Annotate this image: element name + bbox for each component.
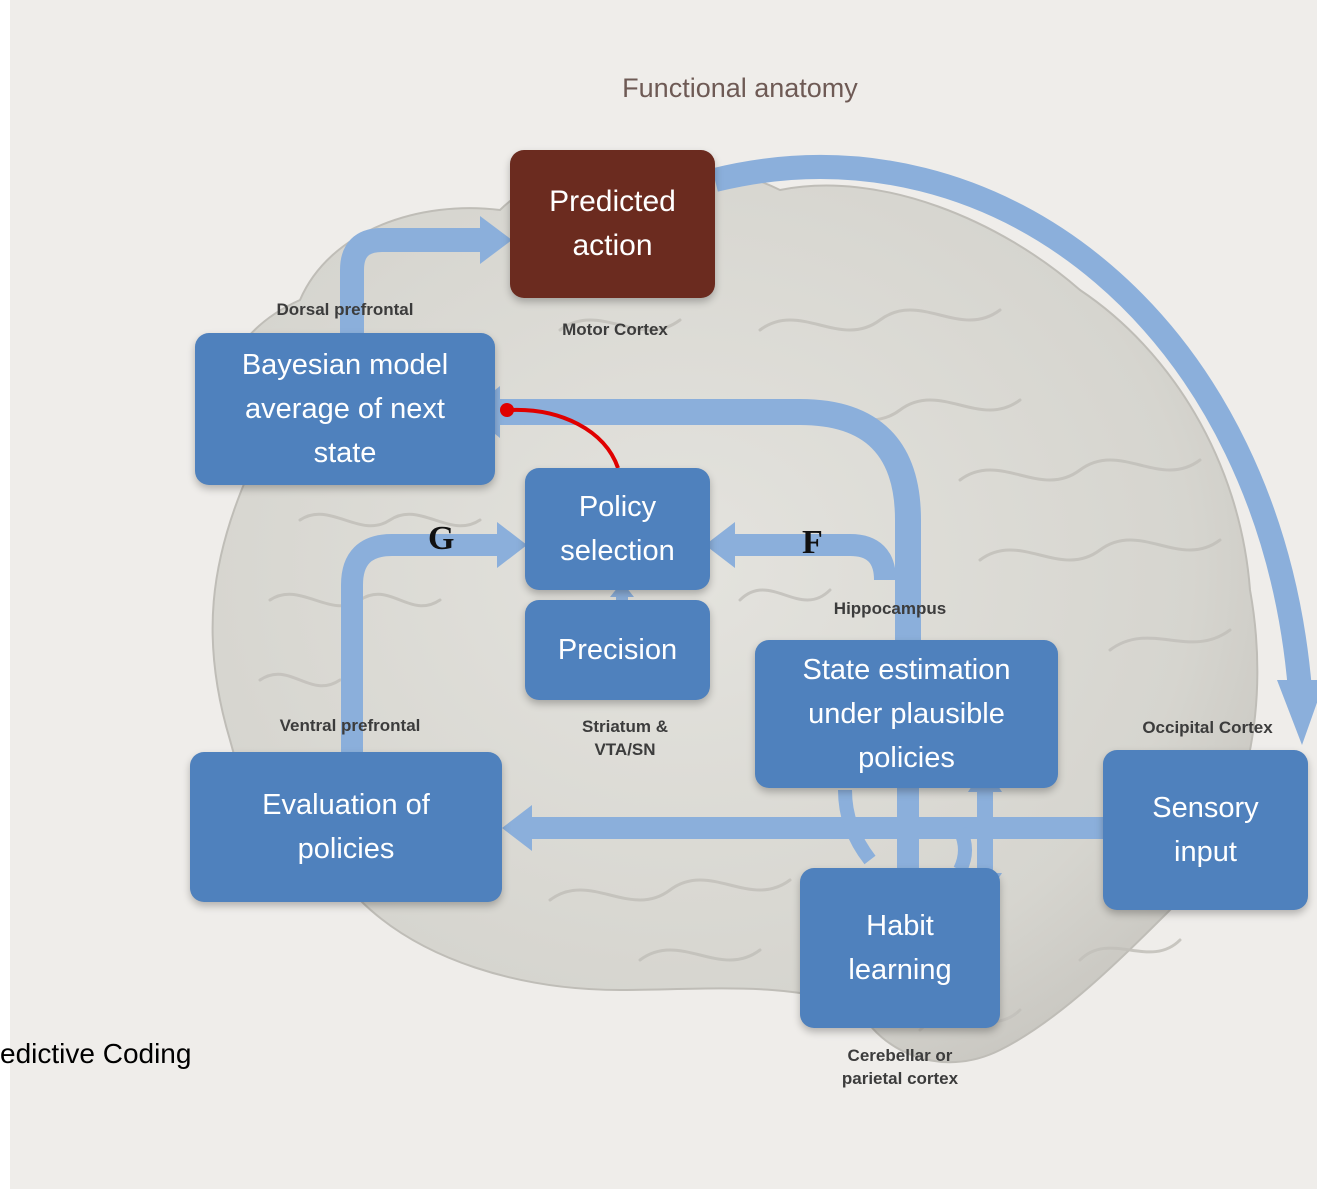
inhibition-dot bbox=[500, 403, 514, 417]
arrow-bayesian-to-action-head bbox=[480, 216, 512, 264]
habit-learning-box: Habit learning bbox=[800, 868, 1000, 1028]
connector-right-habit bbox=[953, 826, 972, 874]
arrow-g-to-policy-head bbox=[497, 522, 527, 568]
arrow-sensory-to-evaluation-head bbox=[502, 805, 532, 851]
inhibition-line bbox=[509, 407, 620, 469]
diagram-title: Functional anatomy bbox=[622, 73, 858, 103]
arrow-bayesian-to-action bbox=[340, 228, 480, 335]
arrow-action-to-sensory bbox=[712, 155, 1312, 692]
evaluation-box: Evaluation of policies bbox=[190, 752, 502, 902]
policy-selection-box: Policy selection bbox=[525, 468, 710, 590]
arrow-action-to-sensory-head bbox=[1277, 680, 1317, 745]
label-ventral-prefrontal: Ventral prefrontal bbox=[279, 716, 421, 735]
slide-title-fragment: edictive Coding bbox=[0, 1038, 192, 1069]
label-motor-cortex: Motor Cortex bbox=[562, 320, 668, 339]
label-dorsal-prefrontal: Dorsal prefrontal bbox=[276, 300, 414, 319]
state-estimation-box: State estimation under plausible policie… bbox=[755, 640, 1058, 788]
letter-g: G bbox=[428, 520, 455, 557]
letter-f: F bbox=[802, 524, 823, 561]
arrow-f-to-policy-head bbox=[705, 522, 735, 568]
label-hippocampus: Hippocampus bbox=[833, 599, 947, 618]
label-cerebellar: Cerebellar or parietal cortex bbox=[841, 1046, 959, 1088]
page-margin bbox=[0, 0, 10, 1189]
bayesian-model-box: Bayesian model average of next state bbox=[195, 333, 495, 485]
arrow-g-to-policy bbox=[341, 534, 500, 755]
precision-box: Precision bbox=[525, 600, 710, 700]
label-striatum: Striatum & VTA/SN bbox=[582, 717, 668, 759]
arrow-f-to-policy bbox=[730, 534, 896, 581]
connector-left-habit bbox=[838, 789, 876, 865]
predicted-action-box: Predicted action bbox=[510, 150, 715, 298]
label-occipital-cortex: Occipital Cortex bbox=[1142, 718, 1273, 737]
sensory-input-box: Sensory input bbox=[1103, 750, 1308, 910]
arrow-state-to-bayesian bbox=[500, 399, 921, 640]
